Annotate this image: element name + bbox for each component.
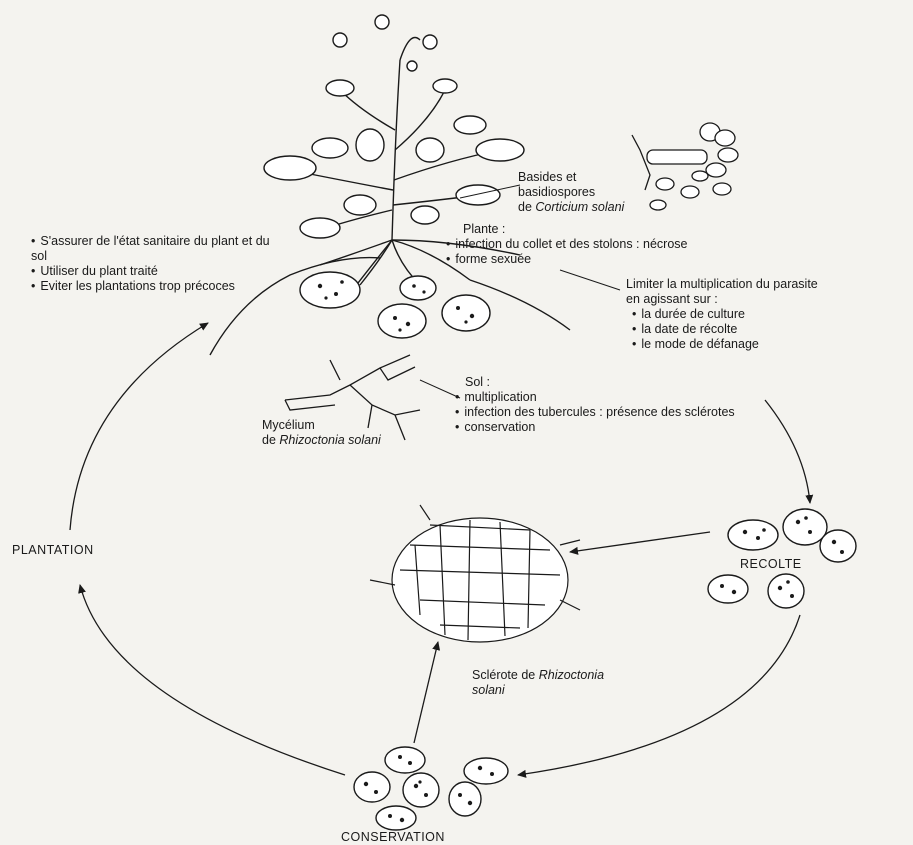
plante-item: infection du collet et des stolons : néc… bbox=[446, 237, 687, 252]
arrow-recolte-to-sclerote bbox=[570, 532, 710, 552]
limiter-item: la durée de culture bbox=[632, 307, 818, 322]
plante-item: forme sexuée bbox=[446, 252, 687, 267]
stage-recolte: RECOLTE bbox=[740, 557, 802, 571]
stage-plantation: PLANTATION bbox=[12, 543, 94, 557]
potato-plant-illustration bbox=[210, 15, 570, 355]
stage-conservation: CONSERVATION bbox=[341, 830, 445, 844]
practice-items: Utiliser du plant traité Eviter les plan… bbox=[31, 264, 235, 294]
sol-block: Sol : multiplication infection des tuber… bbox=[455, 375, 735, 435]
basides-label: Basides et basidiospores de Corticium so… bbox=[518, 170, 624, 215]
leader-lines bbox=[420, 185, 620, 398]
mycelium-label: Mycélium de Rhizoctonia solani bbox=[262, 418, 381, 448]
arrow-conservation-to-plantation bbox=[80, 585, 345, 775]
arrow-soil-to-recolte bbox=[765, 400, 810, 503]
sclerote-illustration bbox=[370, 505, 580, 642]
sol-item: conservation bbox=[455, 420, 735, 435]
limiter-line2: en agissant sur : bbox=[626, 292, 818, 307]
arrow-conservation-to-sclerote bbox=[414, 642, 438, 743]
plante-block: Plante : infection du collet et des stol… bbox=[446, 222, 687, 267]
practice-item: Eviter les plantations trop précoces bbox=[31, 279, 235, 294]
arrow-plantation-to-plant bbox=[70, 323, 208, 530]
practices-list: S'assurer de l'état sanitaire du plant e… bbox=[31, 234, 286, 264]
sol-item: infection des tubercules : présence des … bbox=[455, 405, 735, 420]
limiter-item: la date de récolte bbox=[632, 322, 818, 337]
sol-title: Sol : bbox=[455, 375, 735, 390]
practice-item: S'assurer de l'état sanitaire du plant e… bbox=[31, 234, 286, 264]
practice-item: Utiliser du plant traité bbox=[31, 264, 235, 279]
storage-tubers-illustration bbox=[354, 747, 508, 830]
limiter-line1: Limiter la multiplication du parasite bbox=[626, 277, 818, 292]
tuber-illustrations bbox=[300, 272, 490, 338]
limiter-item: le mode de défanage bbox=[632, 337, 818, 352]
sclerote-label: Sclérote de Rhizoctonia solani bbox=[472, 668, 604, 698]
sol-item: multiplication bbox=[455, 390, 735, 405]
limiter-block: Limiter la multiplication du parasite en… bbox=[626, 277, 818, 352]
plante-title: Plante : bbox=[446, 222, 687, 237]
basidia-illustration bbox=[632, 123, 738, 210]
